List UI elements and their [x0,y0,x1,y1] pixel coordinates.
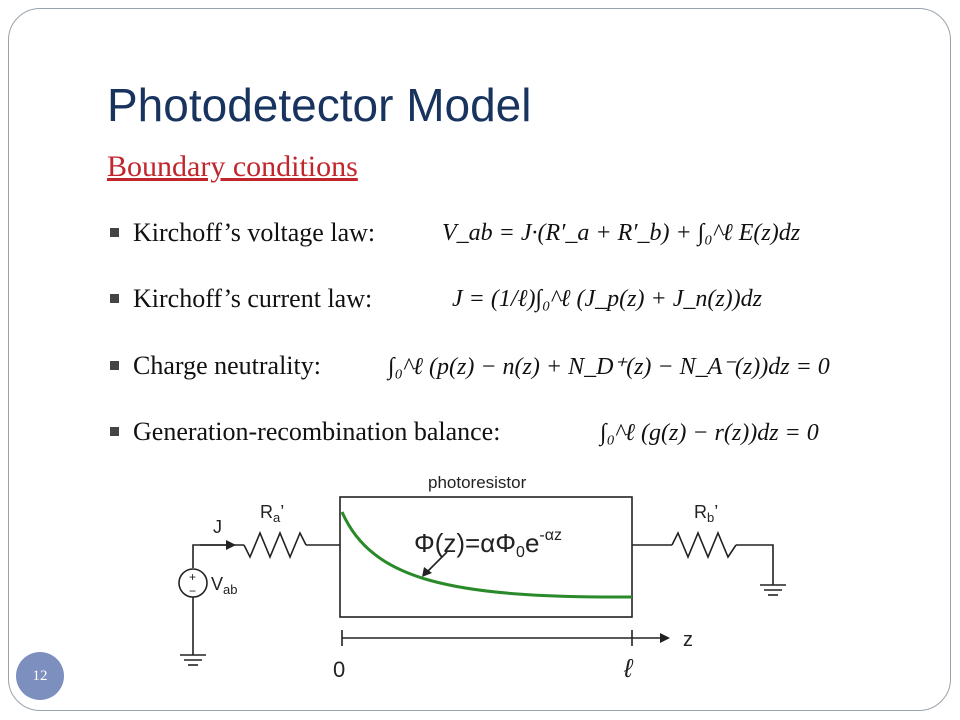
bullet-gen-recomb: Generation-recombination balance: [110,417,500,447]
source-minus-label: − [189,584,196,598]
bullet-label: Kirchoff’s voltage law: [133,218,376,247]
photoresistor-label: photoresistor [428,473,527,492]
equation-current-law: J = (1/ℓ)∫₀^ℓ (J_p(z) + J_n(z))dz [452,286,762,313]
z-axis-start-label: 0 [333,657,345,682]
wire-left-b [192,544,244,568]
resistor-a-label: Ra’ [260,502,284,525]
flux-equation: Φ(z)=αΦ0e-αz [414,527,562,561]
bullet-label: Generation-recombination balance: [133,417,501,446]
current-arrow-head-icon [226,540,236,550]
slide-subtitle: Boundary conditions [107,150,358,183]
bullet-label: Charge neutrality: [133,351,321,380]
equation-voltage-law: V_ab = J·(R′_a + R′_b) + ∫₀^ℓ E(z)dz [442,220,800,247]
source-plus-label: + [189,570,196,584]
photoresistor-box [339,496,633,618]
wire-right-b [736,544,774,585]
z-axis-end-label: ℓ [623,653,634,683]
bullet-label: Kirchoff’s current law: [133,284,373,313]
slide-frame [8,8,951,711]
equation-charge-neutrality: ∫₀^ℓ (p(z) − n(z) + N_D⁺(z) − N_A⁻(z))dz… [388,352,830,381]
bullet-current-law: Kirchoff’s current law: [110,284,372,314]
equation-text: ∫₀^ℓ (p(z) − n(z) + N_D⁺(z) − N_A⁻(z))dz… [388,354,830,380]
bullet-square-icon [110,427,119,436]
equation-text: ∫₀^ℓ (g(z) − r(z))dz = 0 [600,420,819,446]
flux-decay-curve [340,511,633,599]
flux-pointer-arrow-icon [422,567,432,577]
bullet-square-icon [110,228,119,237]
resistor-b-zigzag [671,530,737,560]
flux-pointer-line [426,551,448,573]
resistor-a-zigzag [243,530,307,560]
equation-text: J = (1/ℓ)∫₀^ℓ (J_p(z) + J_n(z))dz [452,286,763,312]
page-number-badge: 12 [16,652,64,700]
slide-title: Photodetector Model [107,79,532,131]
z-axis-label: z [683,629,693,651]
page-number: 12 [32,667,48,684]
equation-text: V_ab = J·(R′_a + R′_b) + ∫₀^ℓ E(z)dz [442,220,801,246]
bullet-voltage-law: Kirchoff’s voltage law: [110,218,375,248]
current-label: J [213,517,222,537]
bullet-square-icon [110,294,119,303]
bullet-square-icon [110,361,119,370]
equation-gen-recomb: ∫₀^ℓ (g(z) − r(z))dz = 0 [600,420,819,447]
bullet-charge-neutrality: Charge neutrality: [110,351,321,381]
source-voltage-label: Vab [211,574,237,597]
resistor-b-label: Rb’ [694,502,718,525]
z-axis-arrow-head-icon [660,633,670,643]
